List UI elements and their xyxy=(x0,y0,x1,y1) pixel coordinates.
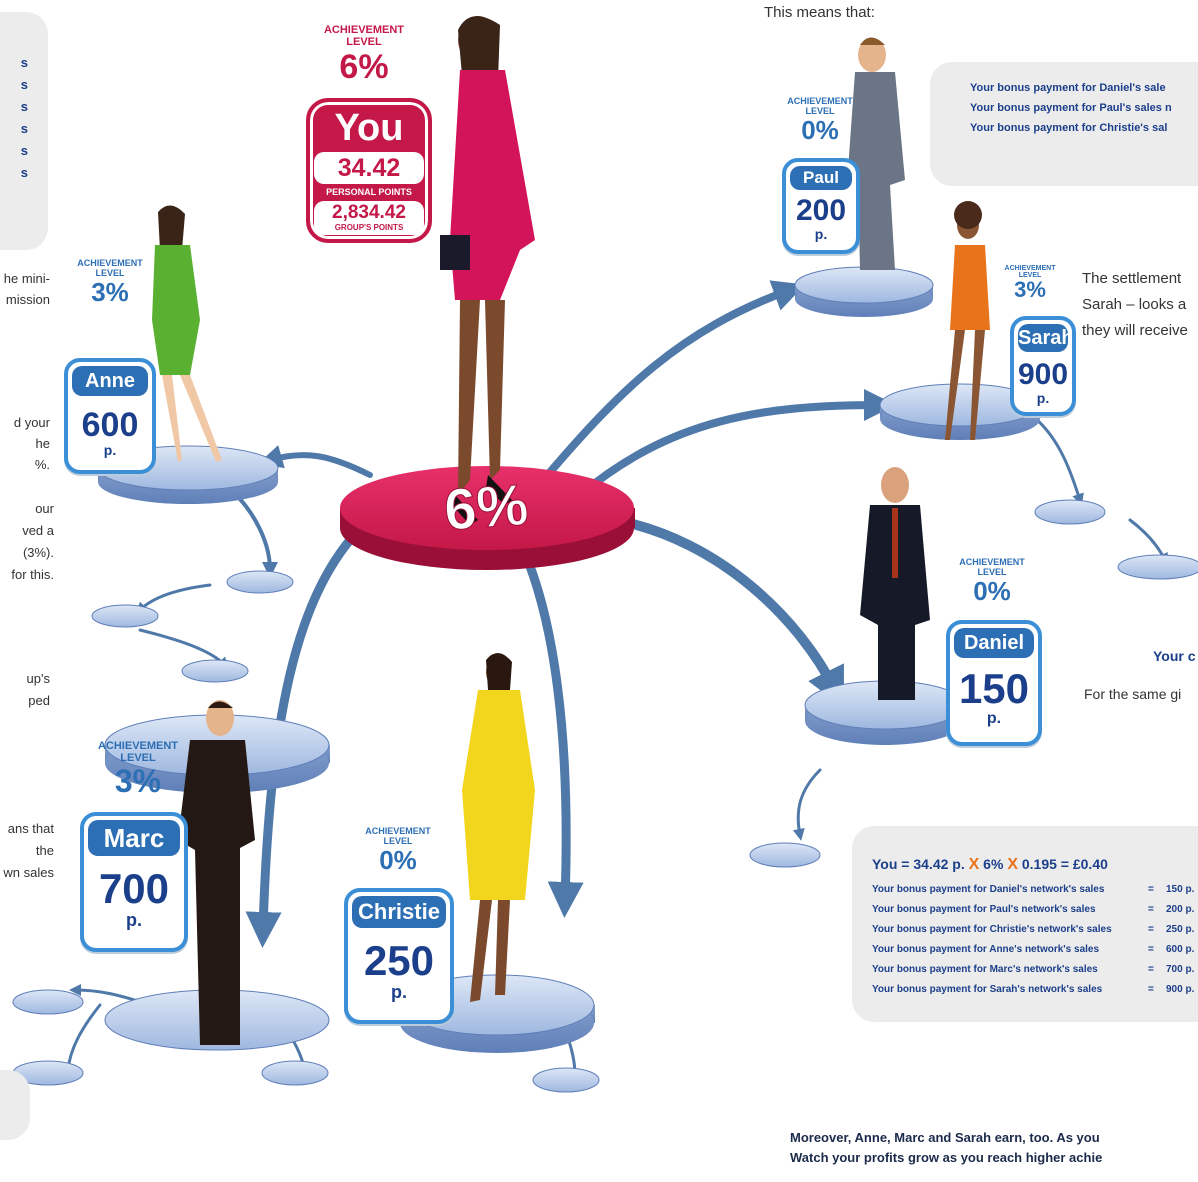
daniel-name: Daniel xyxy=(954,628,1034,658)
center-disc-label: 6% xyxy=(442,472,530,543)
mini-discs xyxy=(12,499,1198,1093)
left-summary-item: s xyxy=(20,121,28,136)
christie-achievement: ACHIEVEMENT LEVEL 0% xyxy=(356,826,440,874)
left-summary-item: s xyxy=(20,55,28,70)
figure-christie xyxy=(462,652,535,1002)
settlement-text: The settlement Sarah – looks a they will… xyxy=(1082,270,1188,339)
calculation-row-anne: Your bonus payment for Anne's network's … xyxy=(872,944,1195,955)
calculation-row-sarah: Your bonus payment for Sarah's network's… xyxy=(872,984,1195,995)
calculation-row-marc: Your bonus payment for Marc's network's … xyxy=(872,964,1195,975)
daniel-achievement-percent: 0% xyxy=(973,576,1011,606)
figure-marc xyxy=(178,700,255,1045)
christie-achievement-percent: 0% xyxy=(379,845,417,875)
left-summary-item: s xyxy=(20,77,28,92)
left-summary-item: s xyxy=(20,165,28,180)
top-right-bonus-row: Your bonus payment for Paul's sales n xyxy=(970,102,1172,114)
anne-achievement: ACHIEVEMENT LEVEL 3% xyxy=(68,258,152,306)
anne-name: Anne xyxy=(72,366,148,396)
you-card: You 34.42 PERSONAL POINTS 2,834.42 GROUP… xyxy=(306,98,432,243)
you-achievement-percent: 6% xyxy=(339,48,389,86)
anne-card: Anne 600 p. xyxy=(64,358,156,474)
paul-points: 200 xyxy=(795,194,847,227)
same-gi-text: For the same gi xyxy=(1084,686,1182,702)
figure-you xyxy=(440,16,535,525)
calculation-formula: You = 34.42 p. X 6% X 0.195 = £0.40 xyxy=(872,856,1108,873)
you-name: You xyxy=(334,107,404,149)
christie-name: Christie xyxy=(352,896,446,928)
paul-achievement-percent: 0% xyxy=(801,115,839,145)
calculation-panel: You = 34.42 p. X 6% X 0.195 = £0.40 Your… xyxy=(852,826,1198,1022)
left-summary-panel: s s s s s s xyxy=(0,12,48,250)
disc-daniel xyxy=(804,680,966,745)
footer-text: Moreover, Anne, Marc and Sarah earn, too… xyxy=(790,1128,1102,1168)
daniel-points: 150 xyxy=(958,665,1030,712)
left-paragraph-1: he mini-mission xyxy=(3,271,50,307)
figure-daniel xyxy=(860,467,930,700)
anne-achievement-percent: 3% xyxy=(91,277,129,307)
top-right-bonus-row: Your bonus payment for Daniel's sale xyxy=(970,82,1166,94)
you-group-points: 2,834.42 xyxy=(332,202,406,223)
calculation-rows: Your bonus payment for Daniel's network'… xyxy=(872,880,1194,1000)
sarah-points: 900 xyxy=(1017,358,1069,391)
paul-card: Paul 200 p. xyxy=(782,158,860,254)
figure-sarah xyxy=(945,201,990,440)
marc-name: Marc xyxy=(88,820,180,856)
figure-paul xyxy=(848,37,905,270)
you-personal-label: PERSONAL POINTS xyxy=(326,187,412,197)
disc-sarah xyxy=(879,383,1041,440)
your-c-text: Your c xyxy=(1153,648,1196,664)
paul-achievement: ACHIEVEMENT LEVEL 0% xyxy=(778,96,862,144)
top-right-bonus-list: Your bonus payment for Daniel's sale You… xyxy=(970,78,1172,138)
marc-achievement: ACHIEVEMENT LEVEL 3% xyxy=(88,740,188,798)
means-heading: This means that: xyxy=(764,4,875,21)
left-summary-item: s xyxy=(20,143,28,158)
calculation-row-paul: Your bonus payment for Paul's network's … xyxy=(872,904,1195,915)
footer-line-2: Watch your profits grow as you reach hig… xyxy=(790,1150,1103,1165)
sarah-achievement-percent: 3% xyxy=(1014,277,1046,302)
sarah-name: Sarah xyxy=(1018,324,1072,352)
paul-name: Paul xyxy=(790,166,852,190)
you-personal-points: 34.42 xyxy=(337,154,401,182)
sarah-card: Sarah 900 p. xyxy=(1010,316,1076,416)
center-disc xyxy=(340,466,635,570)
daniel-card: Daniel 150 p. xyxy=(946,620,1042,746)
daniel-achievement: ACHIEVEMENT LEVEL 0% xyxy=(950,557,1034,605)
left-bottom-panel xyxy=(0,1070,30,1140)
you-achievement: ACHIEVEMENT LEVEL 6% xyxy=(308,24,420,86)
anne-points: 600 xyxy=(81,406,139,444)
figure-anne xyxy=(152,205,222,462)
christie-card: Christie 250 p. xyxy=(344,888,454,1024)
top-right-bonus-row: Your bonus payment for Christie's sal xyxy=(970,122,1168,134)
christie-points: 250 xyxy=(363,937,435,984)
disc-paul xyxy=(794,266,934,317)
calculation-row-christie: Your bonus payment for Christie's networ… xyxy=(872,924,1195,935)
footer-line-1: Moreover, Anne, Marc and Sarah earn, too… xyxy=(790,1130,1100,1145)
you-group-label: GROUP'S POINTS xyxy=(334,223,404,232)
marc-points: 700 xyxy=(98,865,170,912)
left-summary-list: s s s s s s xyxy=(0,52,28,184)
marc-card: Marc 700 p. xyxy=(80,812,188,952)
marc-achievement-percent: 3% xyxy=(114,763,162,799)
calculation-row-daniel: Your bonus payment for Daniel's network'… xyxy=(872,884,1195,895)
top-right-bonus-panel: Your bonus payment for Daniel's sale You… xyxy=(930,62,1198,186)
sarah-achievement: ACHIEVEMENT LEVEL 3% xyxy=(1002,265,1058,301)
left-summary-item: s xyxy=(20,99,28,114)
